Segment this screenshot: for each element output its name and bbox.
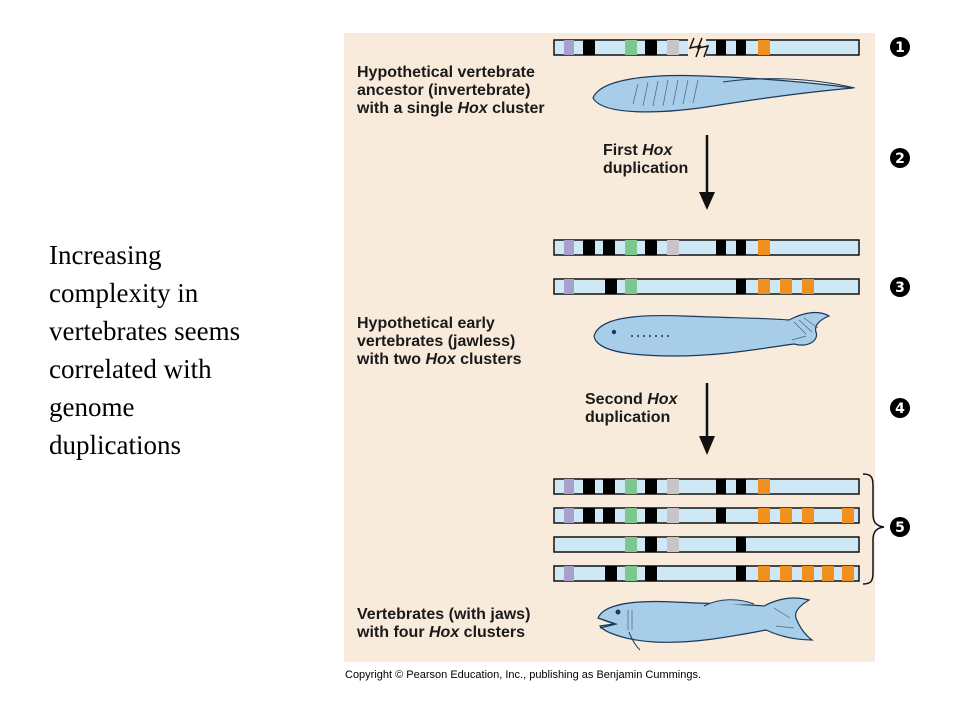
side-caption-line: vertebrates seems <box>49 316 241 346</box>
label-text: with four <box>357 624 429 641</box>
side-caption-line: duplications <box>49 430 181 460</box>
step-number-text: 1 <box>895 40 905 56</box>
label-second-duplication: Second Hox duplication <box>585 391 677 427</box>
label-ancestor: Hypothetical vertebrate ancestor (invert… <box>357 64 545 118</box>
label-text: First <box>603 142 643 159</box>
side-caption: Increasing complexity in vertebrates see… <box>49 236 309 464</box>
side-caption-line: correlated with <box>49 354 212 384</box>
label-early-vertebrates: Hypothetical early vertebrates (jawless)… <box>357 315 521 369</box>
down-arrow-icon <box>699 135 715 210</box>
label-line: with four Hox clusters <box>357 624 530 642</box>
label-line: ancestor (invertebrate) <box>357 82 531 99</box>
step-number-text: 2 <box>895 151 905 167</box>
step-number-text: 4 <box>895 401 905 417</box>
label-line: Hypothetical early <box>357 315 495 332</box>
label-line: Vertebrates (with jaws) <box>357 606 531 623</box>
label-line: vertebrates (jawless) <box>357 333 516 350</box>
lightning-break-icon <box>688 37 710 58</box>
step-number-5: 5 <box>890 517 910 537</box>
step-number-text: 5 <box>895 520 905 536</box>
side-caption-line: genome <box>49 392 135 422</box>
hox-cluster-ancestor <box>553 37 860 58</box>
step-number-text: 3 <box>895 280 905 296</box>
copyright-notice: Copyright © Pearson Education, Inc., pub… <box>345 669 702 681</box>
step-number-4: 4 <box>890 398 910 418</box>
label-text: Second <box>585 391 648 408</box>
label-text: clusters <box>455 351 522 368</box>
hox-cluster-4d <box>553 565 860 582</box>
label-line: duplication <box>585 409 671 426</box>
label-text: with two <box>357 351 426 368</box>
label-text: cluster <box>487 100 545 117</box>
label-text: Hox <box>425 351 456 368</box>
fish-icon <box>597 597 814 651</box>
hox-cluster-4c <box>553 536 860 553</box>
label-line: Second Hox <box>585 391 677 409</box>
hox-cluster-2a <box>553 239 860 256</box>
step-number-2: 2 <box>890 148 910 168</box>
label-jawed-vertebrates: Vertebrates (with jaws) with four Hox cl… <box>357 606 530 642</box>
label-line: Hypothetical vertebrate <box>357 64 535 81</box>
label-first-duplication: First Hox duplication <box>603 142 688 178</box>
fish-icon <box>593 311 831 357</box>
curly-brace-icon <box>862 473 885 585</box>
label-text: Hox <box>428 624 460 641</box>
label-text: Hox <box>457 100 488 117</box>
hox-cluster-4a <box>553 478 860 495</box>
label-line: First Hox <box>603 142 688 160</box>
label-text: with a single <box>357 100 458 117</box>
side-caption-line: complexity in <box>49 278 199 308</box>
label-line: duplication <box>603 160 689 177</box>
hox-cluster-4b <box>553 507 860 524</box>
down-arrow-icon <box>699 383 715 455</box>
label-text: clusters <box>459 624 526 641</box>
label-text: Hox <box>642 142 673 159</box>
label-line: with two Hox clusters <box>357 351 521 369</box>
hox-cluster-2b <box>553 278 860 295</box>
step-number-3: 3 <box>890 277 910 297</box>
label-text: Hox <box>647 391 678 408</box>
label-line: with a single Hox cluster <box>357 100 545 118</box>
fish-icon <box>592 74 856 113</box>
step-number-1: 1 <box>890 37 910 57</box>
side-caption-line: Increasing <box>49 240 162 270</box>
